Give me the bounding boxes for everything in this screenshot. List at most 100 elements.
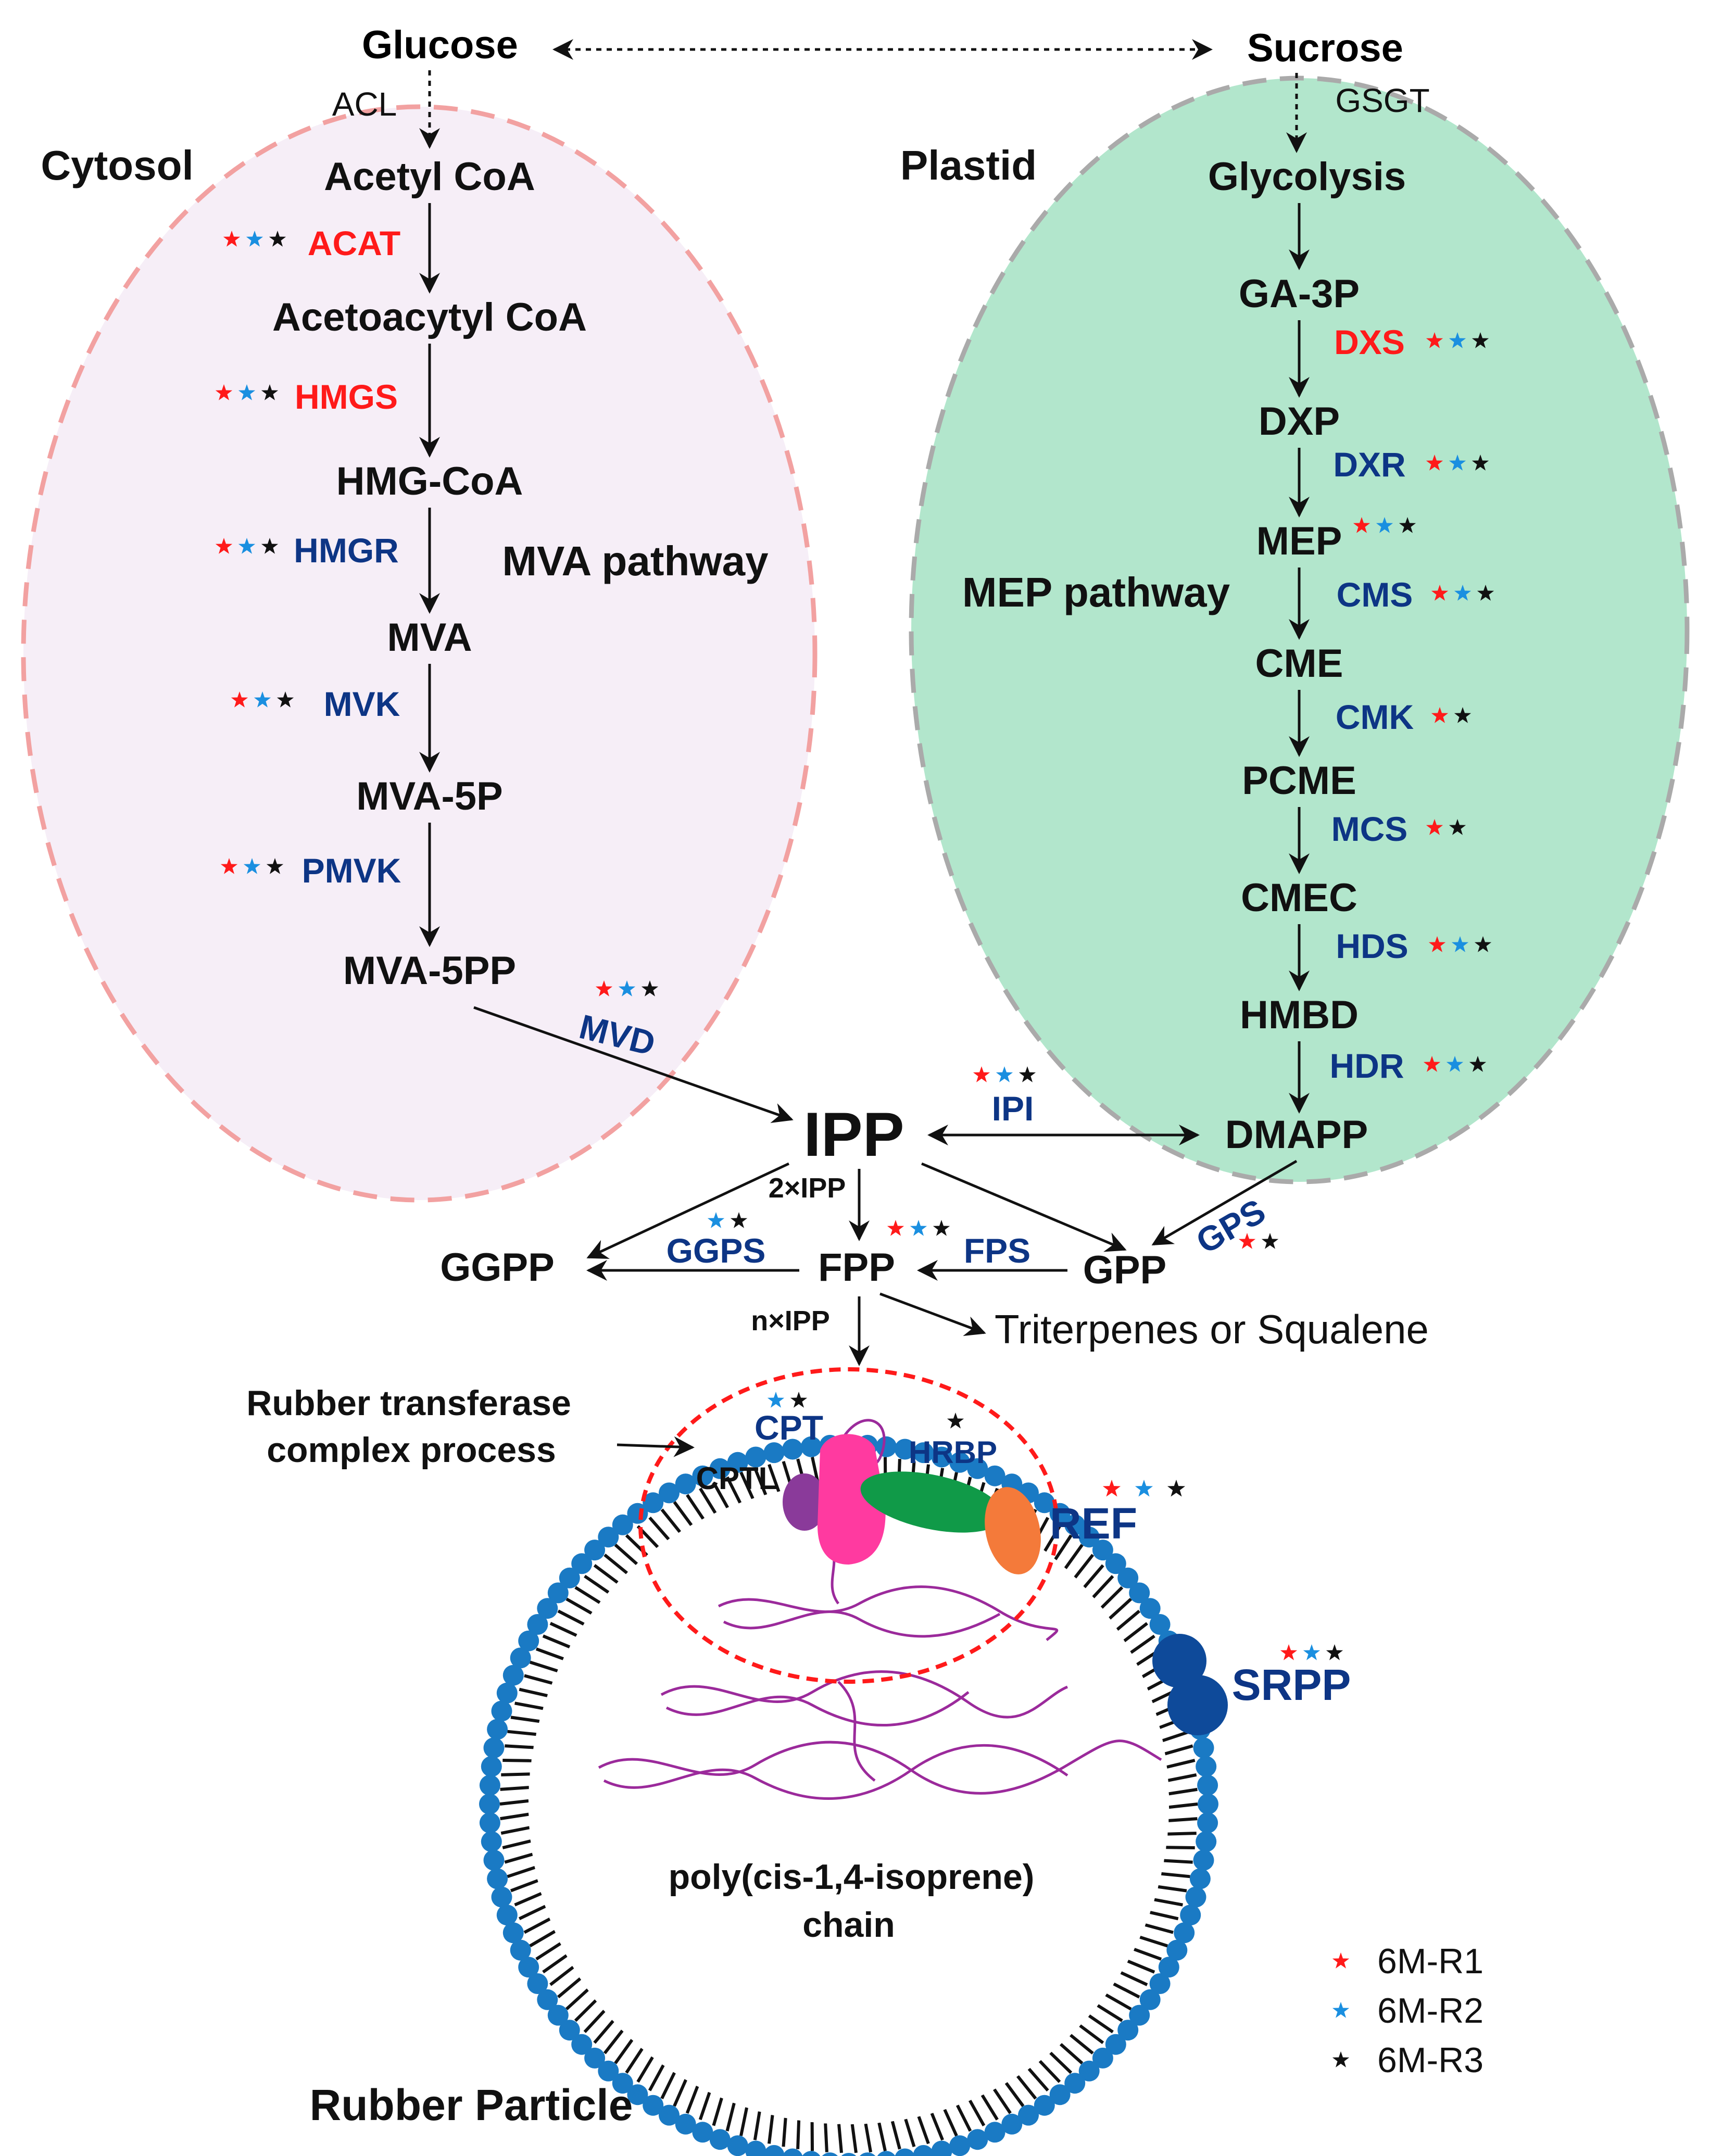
membrane-bead (518, 1957, 539, 1978)
lipid-tail (583, 2010, 606, 2033)
ipi-label: IPI (992, 1089, 1034, 1128)
lipid-tail (529, 1660, 558, 1673)
lipid-tail (1168, 1787, 1198, 1796)
membrane-bead (1078, 1527, 1100, 1548)
membrane-bead (745, 1446, 766, 1468)
lipid-tail (1070, 2034, 1094, 2055)
membrane-bead (913, 2145, 934, 2156)
membrane-bead (1117, 1567, 1139, 1588)
membrane-bead (491, 1700, 512, 1722)
lipid-tail (542, 1954, 568, 1974)
membrane-bead (1189, 1868, 1211, 1889)
chain-strand (660, 1670, 1068, 1719)
fps-label: FPS (964, 1231, 1030, 1270)
enzyme-cms: CMS (1337, 575, 1413, 614)
membrane-bead (1196, 1831, 1217, 1852)
lipid-tail (739, 1471, 755, 1499)
polyisoprene-chain-strands (598, 1419, 1162, 1800)
membrane-bead (1193, 1737, 1214, 1759)
lipid-tail (1162, 1730, 1191, 1743)
lipid-tail (593, 2020, 614, 2044)
membrane-bead (483, 1737, 505, 1759)
membrane-bead (612, 1514, 633, 1535)
membrane-bead (1197, 1774, 1218, 1796)
lipid-tail (510, 1716, 540, 1723)
lipid-tail (1168, 1802, 1198, 1809)
membrane-bead (949, 1452, 971, 1473)
sucrose-label: Sucrose (1247, 26, 1403, 70)
lipid-tail (593, 1564, 619, 1584)
membrane-bead (643, 1492, 664, 1514)
membrane-bead (967, 1458, 988, 1479)
membrane-bead (692, 2122, 713, 2143)
lipid-tail (504, 1852, 533, 1864)
lipid-tail (660, 2072, 676, 2100)
enzyme-hdr: HDR (1330, 1047, 1404, 1085)
ref-star-markers (1102, 1480, 1186, 1497)
chain-strand (723, 1610, 1001, 1638)
lipid-tail (1100, 1586, 1124, 1609)
lipid-tail (1120, 1971, 1148, 1986)
legend-label: 6M-R1 (1377, 1941, 1483, 1981)
gsgt-label: GSGT (1335, 82, 1429, 119)
lipid-tail (824, 2123, 828, 2152)
lipid-tail (529, 1930, 556, 1948)
membrane-bead (1034, 2095, 1055, 2116)
membrane-bead (1129, 1582, 1150, 1604)
lipid-tail (1154, 1898, 1183, 1907)
ipp-to-gpp-arrow (921, 1162, 1127, 1252)
lipid-tail (502, 1759, 532, 1762)
lipid-tail (1139, 1935, 1168, 1948)
membrane-bead (559, 1567, 580, 1588)
lipid-tail (1088, 2014, 1114, 2034)
membrane-bead (659, 2104, 680, 2126)
lipid-tail (1059, 2042, 1084, 2065)
lipid-tail (574, 1999, 597, 2022)
lipid-tail (980, 2094, 999, 2121)
membrane-bead (584, 2047, 606, 2069)
srpp-label: SRPP (1232, 1660, 1351, 1709)
lipid-tail (686, 1494, 705, 1520)
membrane-bead (518, 1630, 539, 1651)
lipid-tail (505, 1744, 534, 1749)
enzyme-cmk: CMK (1336, 698, 1414, 736)
lipid-tail (725, 2102, 736, 2132)
lipid-tail (1027, 2067, 1049, 2092)
membrane-bead (1149, 1973, 1171, 1994)
lipid-tail (648, 1516, 670, 1541)
enzyme-acat: ACAT (308, 224, 400, 262)
metabolite-mva-5p: MVA-5P (356, 774, 503, 818)
lipid-tail (519, 1905, 546, 1921)
membrane-bead (612, 2073, 633, 2094)
membrane-bead (782, 2148, 803, 2156)
membrane-bead (496, 1682, 518, 1704)
chain-strand (665, 1691, 970, 1726)
enzyme-hds: HDS (1336, 927, 1408, 965)
lipid-tail (603, 1553, 628, 1574)
lipid-tail (1064, 1544, 1084, 1569)
lipid-tail (1166, 1759, 1196, 1769)
legend-star-red (1332, 1952, 1350, 1969)
lipid-tail (1134, 1948, 1162, 1961)
star-blue (910, 1220, 927, 1236)
star-red (887, 1220, 904, 1236)
lipid-tail (968, 2099, 986, 2127)
membrane-bead (763, 1442, 785, 1464)
membrane-bead (1139, 1989, 1161, 2010)
lipid-tail (1164, 1859, 1193, 1864)
lipid-tail (877, 2122, 887, 2151)
membrane-bead (675, 2113, 696, 2135)
lipid-tail (1097, 2004, 1123, 2022)
membrane-beads (479, 1434, 1218, 2156)
lipid-tail (1092, 1575, 1114, 1598)
metabolite-mva-5pp: MVA-5PP (343, 949, 516, 993)
lipid-tail (753, 2111, 761, 2140)
star-black (1261, 1233, 1279, 1249)
membrane-bead (479, 1812, 500, 1834)
membrane-bead (1129, 2004, 1150, 2026)
ipi-star-markers (973, 1066, 1036, 1082)
metabolite-mva: MVA (387, 615, 472, 660)
membrane-bead (709, 1458, 731, 1479)
legend-item-red: 6M-R1 (1332, 1941, 1483, 1981)
metabolite-dxp: DXP (1259, 399, 1340, 444)
